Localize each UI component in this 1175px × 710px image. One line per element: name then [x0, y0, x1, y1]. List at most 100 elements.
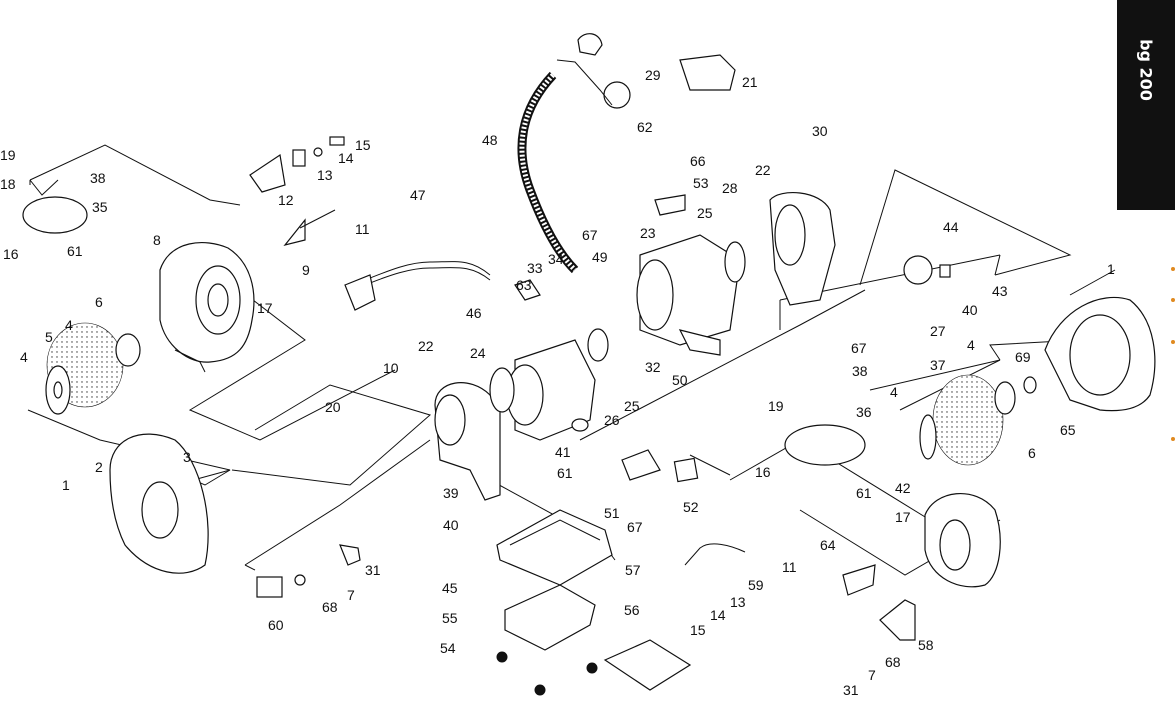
callout-12: 12	[278, 192, 294, 208]
callout-45: 45	[442, 580, 458, 596]
power-cord	[344, 261, 541, 311]
callout-24: 24	[470, 345, 486, 361]
callout-59: 59	[748, 577, 764, 593]
callout-47: 47	[410, 187, 426, 203]
callout-41: 41	[555, 444, 571, 460]
callout-7: 7	[347, 587, 355, 603]
callout-48: 48	[482, 132, 498, 148]
callout-34: 34	[548, 251, 564, 267]
callout-22: 22	[755, 162, 771, 178]
callout-50: 50	[672, 372, 688, 388]
callout-13: 13	[317, 167, 333, 183]
callout-51: 51	[604, 505, 620, 521]
callout-60: 60	[268, 617, 284, 633]
callout-40: 40	[443, 517, 459, 533]
callout-27: 27	[930, 323, 946, 339]
callout-44: 44	[943, 219, 959, 235]
callout-4: 4	[65, 317, 73, 333]
edge-marker	[1171, 298, 1175, 302]
callout-3: 3	[183, 449, 191, 465]
grinding-wheel-left	[45, 322, 141, 415]
callout-35: 35	[92, 199, 108, 215]
callout-67: 67	[582, 227, 598, 243]
model-badge: bg 200	[1117, 0, 1175, 210]
callout-54: 54	[440, 640, 456, 656]
callout-2: 2	[95, 459, 103, 475]
callout-6: 6	[95, 294, 103, 310]
callout-38: 38	[90, 170, 106, 186]
callout-43: 43	[992, 283, 1008, 299]
callout-20: 20	[325, 399, 341, 415]
callout-37: 37	[930, 357, 946, 373]
callout-67: 67	[851, 340, 867, 356]
callout-15: 15	[690, 622, 706, 638]
callout-labels: 1 1 2 3 4 4 4 4 5 6 6 7 7 8 9 10 11 11 1…	[0, 67, 1115, 698]
callout-14: 14	[710, 607, 726, 623]
wheel-cover-left	[109, 433, 209, 574]
callout-63: 63	[516, 277, 532, 293]
callout-36: 36	[856, 404, 872, 420]
flex-lamp-arm	[517, 33, 736, 274]
callout-8: 8	[153, 232, 161, 248]
callout-13: 13	[730, 594, 746, 610]
callout-61: 61	[557, 465, 573, 481]
callout-4: 4	[20, 349, 28, 365]
eye-shield-right	[784, 424, 866, 466]
callout-11: 11	[355, 221, 370, 237]
callout-19: 19	[0, 147, 16, 163]
callout-66: 66	[690, 153, 706, 169]
callout-31: 31	[365, 562, 381, 578]
callout-21: 21	[742, 74, 758, 90]
callout-57: 57	[625, 562, 641, 578]
callout-16: 16	[3, 246, 19, 262]
callout-56: 56	[624, 602, 640, 618]
callout-33: 33	[527, 260, 543, 276]
callout-4: 4	[890, 384, 898, 400]
callout-4: 4	[967, 337, 975, 353]
callout-53: 53	[693, 175, 709, 191]
callout-69: 69	[1015, 349, 1031, 365]
callout-1: 1	[1107, 261, 1115, 277]
callout-55: 55	[442, 610, 458, 626]
wheel-guard-left	[159, 242, 255, 373]
callout-31: 31	[843, 682, 859, 698]
wheel-cover-right	[1044, 296, 1156, 412]
callout-46: 46	[466, 305, 482, 321]
callout-16: 16	[755, 464, 771, 480]
edge-marker	[1171, 437, 1175, 441]
callout-61: 61	[67, 243, 83, 259]
callout-1: 1	[62, 477, 70, 493]
callout-23: 23	[640, 225, 656, 241]
callout-7: 7	[868, 667, 876, 683]
callout-30: 30	[812, 123, 828, 139]
callout-11: 11	[782, 559, 797, 575]
callout-10: 10	[383, 360, 399, 376]
tool-rest-left	[283, 209, 336, 247]
callout-68: 68	[322, 599, 338, 615]
callout-67: 67	[627, 519, 643, 535]
callout-38: 38	[852, 363, 868, 379]
callout-68: 68	[885, 654, 901, 670]
callout-28: 28	[722, 180, 738, 196]
callout-39: 39	[443, 485, 459, 501]
motor-base	[496, 509, 692, 696]
callout-9: 9	[302, 262, 310, 278]
callout-19: 19	[768, 398, 784, 414]
callout-40: 40	[962, 302, 978, 318]
grinding-wheel-right	[919, 374, 1037, 466]
motor-housing	[434, 192, 836, 501]
edge-marker	[1171, 340, 1175, 344]
callout-25: 25	[624, 398, 640, 414]
callout-6: 6	[1028, 445, 1036, 461]
callout-17: 17	[257, 300, 273, 316]
tool-rest-right	[684, 543, 916, 641]
callout-49: 49	[592, 249, 608, 265]
callout-29: 29	[645, 67, 661, 83]
callout-64: 64	[820, 537, 836, 553]
callout-58: 58	[918, 637, 934, 653]
callout-18: 18	[0, 176, 16, 192]
callout-26: 26	[604, 412, 620, 428]
side-accessories-left	[256, 544, 361, 598]
edge-marker	[1171, 267, 1175, 271]
